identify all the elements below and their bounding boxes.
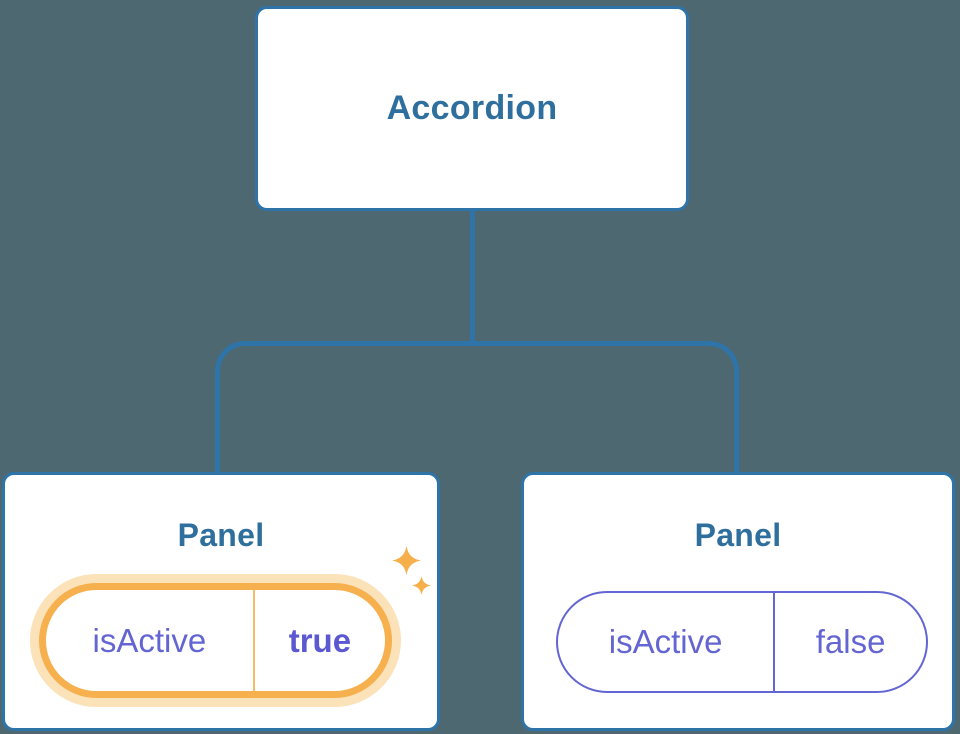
state-pill-inactive: isActive false xyxy=(556,591,928,693)
accordion-node: Accordion xyxy=(255,6,689,211)
state-key: isActive xyxy=(92,621,207,659)
accordion-label: Accordion xyxy=(386,89,558,127)
connector-stem xyxy=(470,209,475,343)
panel-node-inactive: Panel isActive false xyxy=(521,472,955,731)
panel-node-active: Panel isActive true xyxy=(2,472,440,731)
panel-label: Panel xyxy=(694,517,782,553)
sparkles-icon xyxy=(392,546,421,575)
sparkles-icon xyxy=(412,576,431,595)
state-value: true xyxy=(252,590,385,691)
state-key: isActive xyxy=(608,623,723,660)
connector-branch xyxy=(215,341,739,472)
panel-label: Panel xyxy=(177,517,265,553)
state-pill-active: isActive true xyxy=(39,583,392,698)
state-value: false xyxy=(773,593,926,691)
